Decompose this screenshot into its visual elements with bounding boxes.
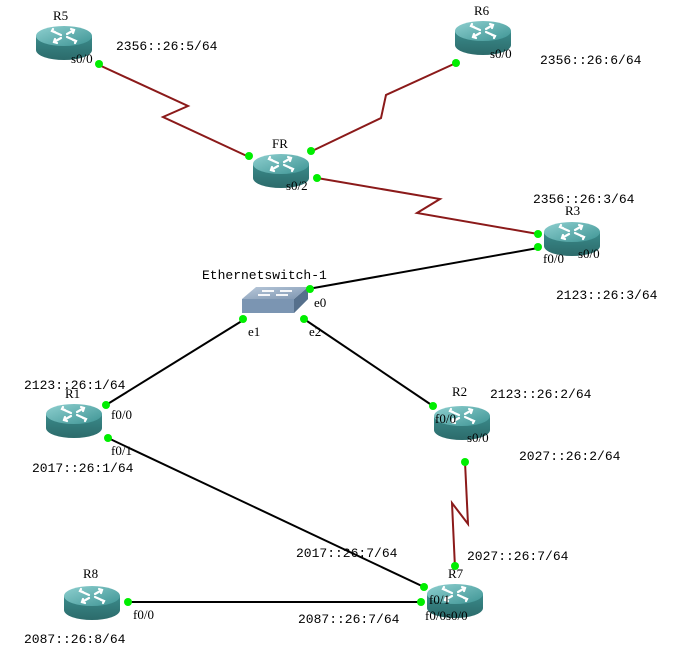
port-label-r1-f00: f0/0 xyxy=(111,407,132,422)
port-sw-e1[interactable] xyxy=(239,315,247,323)
device-label: R8 xyxy=(83,566,98,581)
port-label-r3-s00: s0/0 xyxy=(578,246,600,261)
port-label-r6-s00: s0/0 xyxy=(490,46,512,61)
port-fr-r5[interactable] xyxy=(245,152,253,160)
port-r7-f00[interactable] xyxy=(417,598,425,606)
link-r6-fr-serial[interactable] xyxy=(309,62,457,153)
port-r3-s00[interactable] xyxy=(534,230,542,238)
ethernet-switch[interactable]: Ethernetswitch-1 xyxy=(202,268,327,314)
device-label: R1 xyxy=(65,386,80,401)
device-label: R6 xyxy=(474,3,490,18)
port-fr-r6[interactable] xyxy=(307,147,315,155)
address-r7-f00: 2087::26:7/64 xyxy=(298,612,400,627)
address-r3-eth: 2123::26:3/64 xyxy=(556,288,658,303)
port-r3-f00[interactable] xyxy=(534,243,542,251)
address-labels: 2356::26:5/64 2356::26:6/64 2356::26:3/6… xyxy=(24,39,658,647)
link-r1-r7-ethernet[interactable] xyxy=(107,437,425,588)
port-r7-s00[interactable] xyxy=(451,562,459,570)
router-r5[interactable]: R5 xyxy=(34,8,94,62)
address-r3-serial: 2356::26:3/64 xyxy=(533,192,635,207)
port-r2-s00[interactable] xyxy=(461,458,469,466)
port-fr-r3[interactable] xyxy=(313,174,321,182)
address-r5: 2356::26:5/64 xyxy=(116,39,218,54)
device-label: R7 xyxy=(448,566,464,581)
port-label-r5-s00: s0/0 xyxy=(71,51,93,66)
port-r1-f01[interactable] xyxy=(104,434,112,442)
link-sw-r1-ethernet[interactable] xyxy=(105,318,246,406)
router-fr[interactable]: FR xyxy=(251,136,311,190)
address-r1-eth: 2123::26:1/64 xyxy=(24,378,126,393)
port-r5-s00[interactable] xyxy=(95,60,103,68)
port-label-r7-f00s00: f0/0s0/0 xyxy=(425,608,468,623)
router-r2[interactable]: R2 xyxy=(432,384,492,442)
device-label: FR xyxy=(272,136,288,151)
port-label-sw-e1: e1 xyxy=(248,324,260,339)
link-r2-r7-serial[interactable] xyxy=(450,461,470,569)
port-r1-f00[interactable] xyxy=(102,401,110,409)
port-label-sw-e2: e2 xyxy=(309,324,321,339)
address-r2-eth: 2123::26:2/64 xyxy=(490,387,592,402)
address-r7-f01: 2017::26:7/64 xyxy=(296,546,398,561)
router-r6[interactable]: R6 xyxy=(453,3,513,57)
address-r2-serial: 2027::26:2/64 xyxy=(519,449,621,464)
link-sw-r2-ethernet[interactable] xyxy=(303,318,434,407)
port-r6-s00[interactable] xyxy=(452,59,460,67)
port-label-fr: s0/2 xyxy=(286,178,308,193)
link-sw-r3-ethernet[interactable] xyxy=(307,247,539,290)
port-label-r7-f01: f0/1 xyxy=(429,592,450,607)
device-label: R2 xyxy=(452,384,467,399)
port-label-r3-f00: f0/0 xyxy=(543,251,564,266)
port-label-r1-f01: f0/1 xyxy=(111,443,132,458)
link-r5-fr-serial[interactable] xyxy=(98,64,250,158)
link-fr-r3-serial[interactable] xyxy=(316,177,539,235)
port-label-r2-s00: s0/0 xyxy=(467,430,489,445)
device-label: Ethernetswitch-1 xyxy=(202,268,327,283)
port-sw-e0[interactable] xyxy=(306,285,314,293)
port-indicators xyxy=(95,59,542,606)
router-r3[interactable]: R3 xyxy=(542,203,602,258)
port-r8-f00[interactable] xyxy=(124,598,132,606)
address-r8: 2087::26:8/64 xyxy=(24,632,126,647)
port-label-sw-e0: e0 xyxy=(314,295,326,310)
router-r8[interactable]: R8 xyxy=(62,566,122,622)
port-r2-f00[interactable] xyxy=(429,402,437,410)
address-r7-serial: 2027::26:7/64 xyxy=(467,549,569,564)
port-r7-f01[interactable] xyxy=(420,583,428,591)
address-r6: 2356::26:6/64 xyxy=(540,53,642,68)
device-label: R3 xyxy=(565,203,580,218)
links xyxy=(98,62,539,603)
router-r7[interactable]: R7 xyxy=(425,566,485,620)
port-labels: s0/0 s0/0 s0/2 f0/0 s0/0 e0 e1 e2 f0/0 f… xyxy=(71,46,600,623)
router-r1[interactable]: R1 xyxy=(44,386,104,440)
address-r1-f01: 2017::26:1/64 xyxy=(32,461,134,476)
device-label: R5 xyxy=(53,8,68,23)
port-label-r2-f00: f0/0 xyxy=(435,411,456,426)
port-sw-e2[interactable] xyxy=(300,315,308,323)
port-label-r8-f00: f0/0 xyxy=(133,607,154,622)
